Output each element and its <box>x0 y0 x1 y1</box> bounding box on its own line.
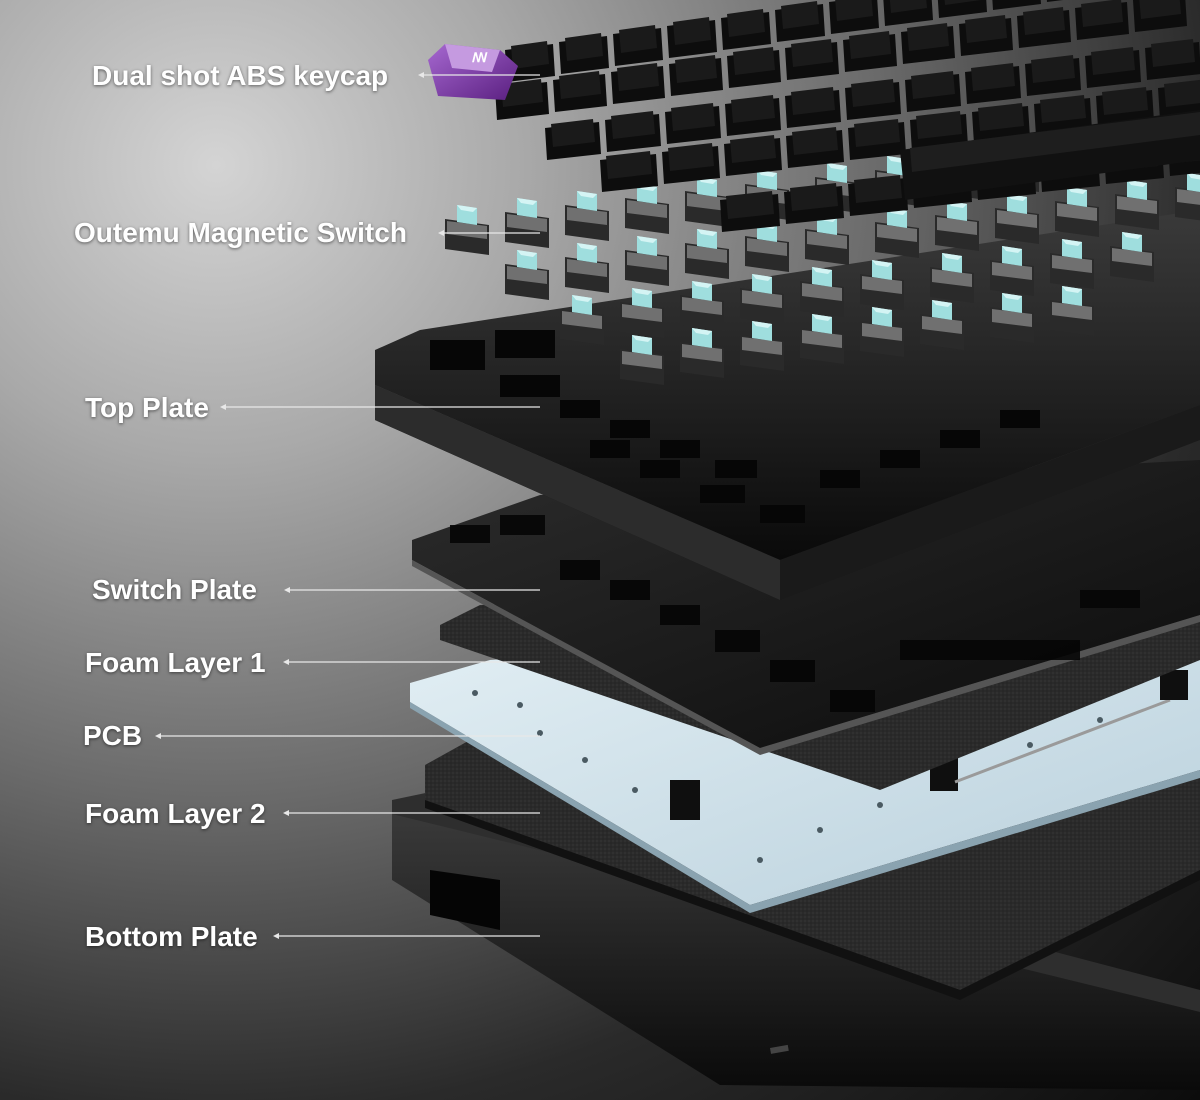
magnetic-switch <box>860 307 904 357</box>
keycap-array <box>495 0 1200 232</box>
keycap <box>972 103 1030 144</box>
magnetic-switch <box>1050 286 1094 336</box>
keycap <box>1085 47 1141 88</box>
keycap <box>667 17 717 58</box>
magnetic-switch <box>740 321 784 371</box>
label-pcb: PCB <box>83 720 143 751</box>
magnetic-switch <box>560 295 604 345</box>
keycap <box>1075 0 1129 40</box>
switch-plate <box>412 460 1200 755</box>
top-plate <box>375 210 1200 600</box>
keycap <box>785 39 839 80</box>
magnetic-switch <box>445 205 489 255</box>
magnetic-switch <box>990 246 1034 296</box>
magnetic-switch <box>920 300 964 350</box>
magnetic-switch <box>930 253 974 303</box>
keycap <box>605 111 661 152</box>
magnetic-switch <box>800 314 844 364</box>
magnetic-switch <box>875 208 919 258</box>
keycap <box>775 1 825 42</box>
magnetic-switch <box>800 267 844 317</box>
keycap <box>786 127 844 168</box>
magnetic-switch <box>685 229 729 279</box>
keycap <box>665 103 721 144</box>
magnetic-switch <box>805 215 849 265</box>
keycap <box>720 191 780 232</box>
label-foam-layer-2: Foam Layer 2 <box>85 798 266 829</box>
keycap <box>559 33 609 74</box>
keycap <box>901 23 955 64</box>
keycap <box>721 9 771 50</box>
keycap <box>1046 0 1063 2</box>
magnetic-switch <box>995 194 1039 244</box>
magnetic-switch <box>990 293 1034 343</box>
magnetic-switch <box>625 184 669 234</box>
label-bottom-plate: Bottom Plate <box>85 921 258 952</box>
keycap <box>725 95 781 136</box>
magnetic-switch <box>505 198 549 248</box>
magnetic-switch <box>680 281 724 331</box>
magnetic-switch <box>1175 173 1200 221</box>
magnetic-switch <box>745 222 789 272</box>
magnetic-switch <box>620 288 664 338</box>
magnetic-switch <box>565 243 609 293</box>
magnetic-switch <box>860 260 904 310</box>
magnetic-switch <box>1115 180 1159 230</box>
keycap <box>843 31 897 72</box>
keycap <box>905 71 961 112</box>
keycap <box>613 25 663 66</box>
keycap <box>505 41 555 82</box>
label-switch-plate: Switch Plate <box>92 574 257 605</box>
magnetic-switch <box>1055 187 1099 237</box>
keycap <box>553 71 607 112</box>
keycap <box>829 0 879 34</box>
accent-keycap: ꟿ <box>428 44 518 100</box>
magnetic-switch <box>1050 239 1094 289</box>
keycap <box>727 47 781 88</box>
keycap <box>1017 7 1071 48</box>
magnetic-switch <box>625 236 669 286</box>
label-foam-layer-1: Foam Layer 1 <box>85 647 266 678</box>
keycap <box>910 111 968 152</box>
keycap <box>848 119 906 160</box>
magnetic-switch <box>740 274 784 324</box>
keycap <box>992 0 1041 10</box>
magnetic-switch <box>685 177 729 227</box>
keycap <box>785 87 841 128</box>
magnetic-switch <box>935 201 979 251</box>
keycap <box>611 63 665 104</box>
keycap <box>662 143 720 184</box>
keycap <box>845 79 901 120</box>
leader-arrowheads <box>155 72 444 939</box>
keycap <box>784 183 844 224</box>
keycap <box>545 119 601 160</box>
wide-keycaps <box>900 110 1200 200</box>
keycap <box>724 135 782 176</box>
magnetic-switch <box>680 328 724 378</box>
keycap <box>848 175 908 216</box>
keycap <box>600 151 658 192</box>
keycap <box>1133 0 1187 32</box>
magnetic-switch <box>620 335 664 385</box>
keycap <box>1158 79 1200 120</box>
keycap <box>1145 39 1200 80</box>
keycap <box>883 0 933 26</box>
keycap <box>495 79 549 120</box>
svg-text:ꟿ: ꟿ <box>472 50 488 65</box>
keycap <box>669 55 723 96</box>
magnetic-switch <box>1110 232 1154 282</box>
magnetic-switch <box>505 250 549 300</box>
leader-lines <box>157 74 540 937</box>
keycap <box>965 63 1021 104</box>
label-top-plate: Top Plate <box>85 392 209 423</box>
label-keycap: Dual shot ABS keycap <box>92 60 389 91</box>
keycap <box>959 15 1013 56</box>
keycap <box>937 0 987 18</box>
keycap <box>1025 55 1081 96</box>
magnetic-switch <box>565 191 609 241</box>
label-switch: Outemu Magnetic Switch <box>74 217 407 248</box>
